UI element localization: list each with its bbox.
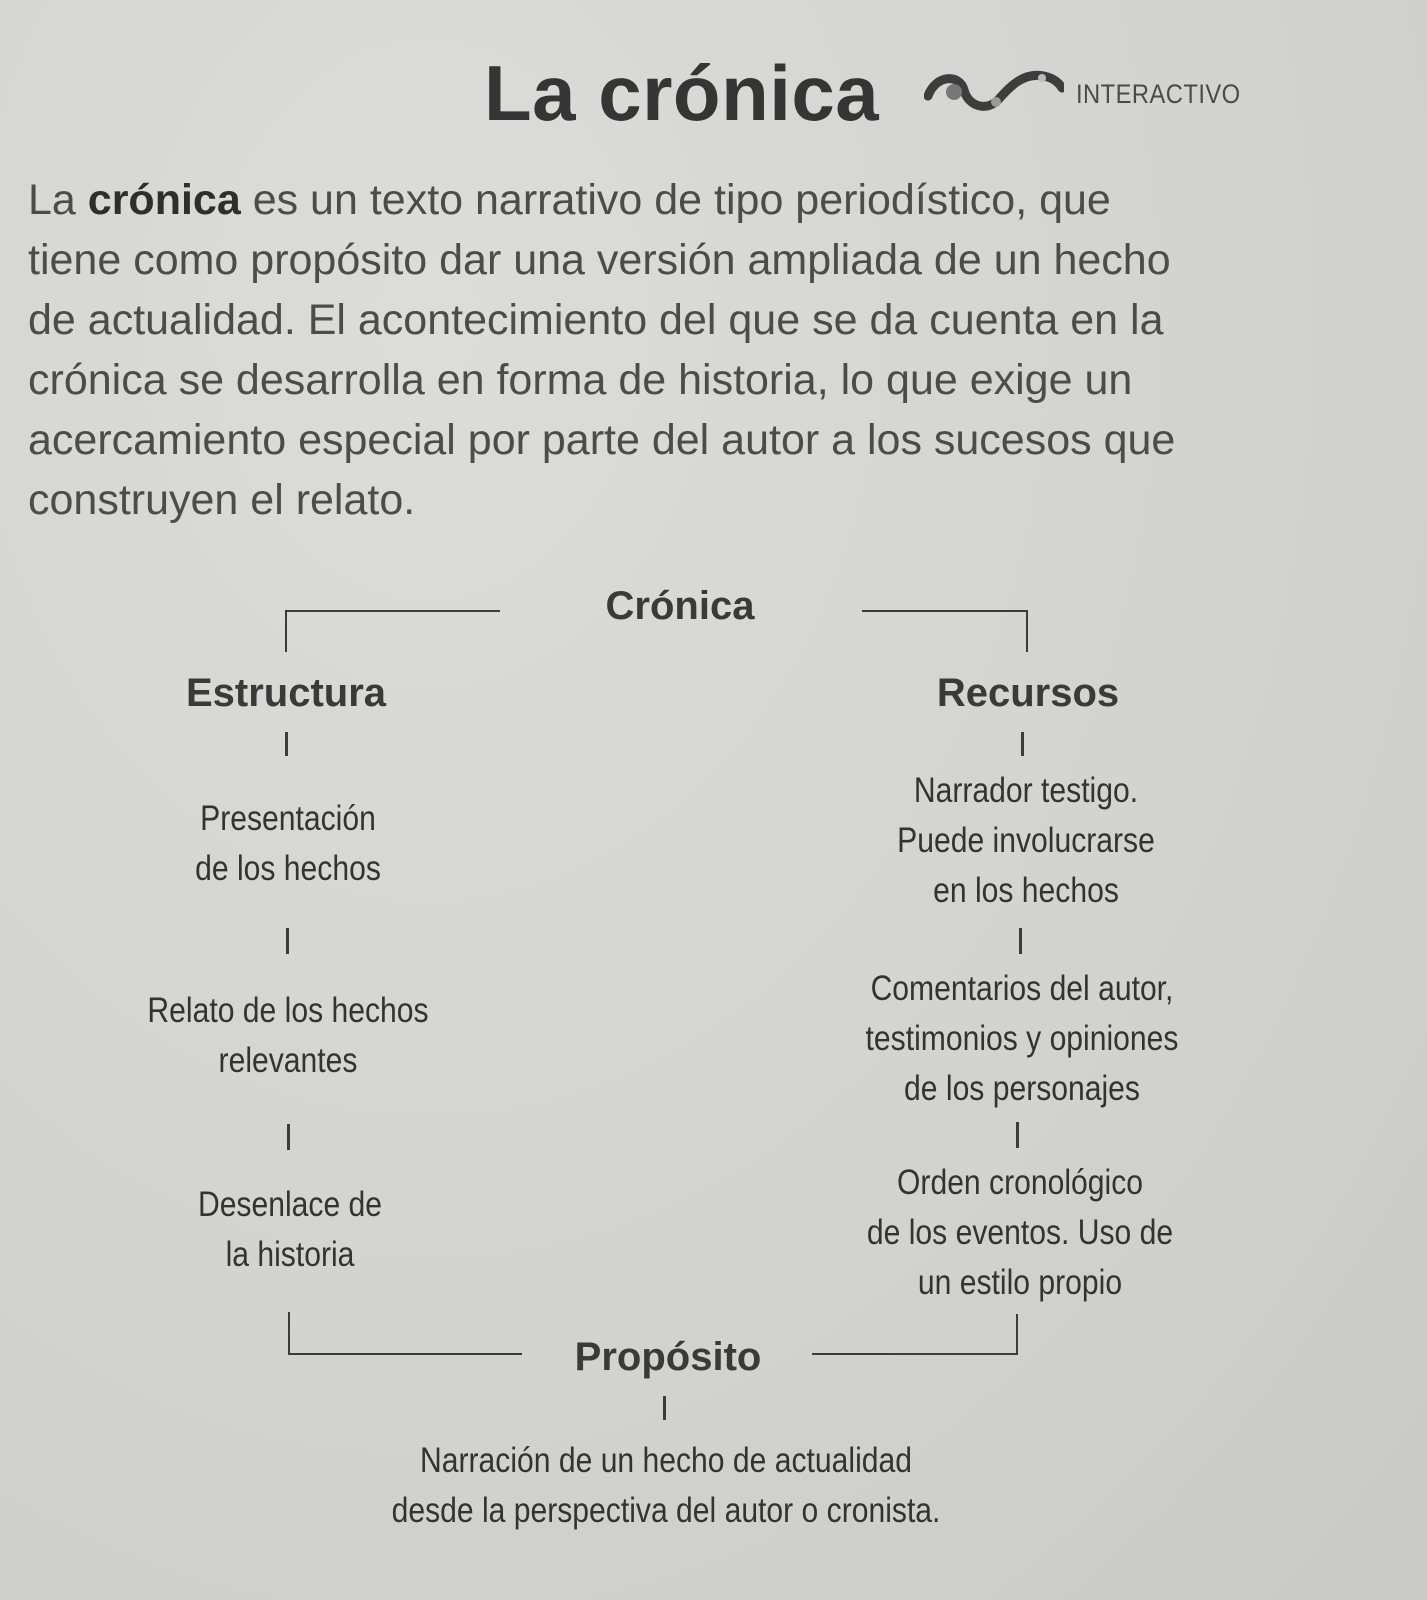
structure-heading: Estructura <box>185 671 387 715</box>
structure-item-line: Desenlace de <box>197 1185 383 1224</box>
connector-line <box>1026 610 1028 652</box>
connector-line <box>288 1353 522 1355</box>
resources-item-line: Puede involucrarse <box>897 821 1155 860</box>
interactive-badge[interactable]: INTERACTIVO <box>924 66 1263 122</box>
structure-item-line: Relato de los hechos <box>147 991 429 1030</box>
structure-item-line: la historia <box>225 1235 355 1274</box>
resources-item-line: testimonios y opiniones <box>865 1019 1179 1058</box>
connector-line <box>1016 1122 1019 1148</box>
connector-line <box>285 732 288 756</box>
intro-line-4: crónica se desarrolla en forma de histor… <box>28 356 1133 404</box>
purpose-line: Narración de un hecho de actualidad <box>419 1441 912 1480</box>
structure-item-relato: Relato de los hechos relevantes <box>125 986 452 1086</box>
purpose-line: desde la perspectiva del autor o cronist… <box>391 1491 941 1530</box>
page-title: La crónica <box>484 49 880 137</box>
interactive-label: INTERACTIVO <box>1076 78 1241 109</box>
connector-line <box>862 610 1028 612</box>
resources-item-narrador: Narrador testigo. Puede involucrarse en … <box>876 766 1176 916</box>
structure-item-desenlace: Desenlace de la historia <box>183 1180 397 1280</box>
diagram-root-heading: Crónica <box>605 584 755 628</box>
purpose-heading: Propósito <box>574 1335 762 1379</box>
connector-line <box>285 610 287 652</box>
connector-line <box>1019 928 1022 954</box>
connector-line <box>287 1124 290 1150</box>
intro-line-2: tiene como propósito dar una versión amp… <box>28 236 1171 284</box>
connector-line <box>812 1353 1018 1355</box>
structure-item-line: relevantes <box>218 1041 358 1080</box>
connector-line <box>285 610 500 612</box>
intro-line-5: acercamiento especial por parte del auto… <box>28 416 1176 464</box>
connector-line <box>286 928 289 954</box>
intro-line-3: de actualidad. El acontecimiento del que… <box>28 296 1164 344</box>
resources-item-line: Comentarios del autor, <box>870 969 1174 1008</box>
resources-item-line: un estilo propio <box>917 1263 1123 1302</box>
intro-text: es un texto narrativo de tipo periodísti… <box>240 176 1111 224</box>
intro-line-1: La crónica es un texto narrativo de tipo… <box>28 170 1328 230</box>
resources-item-line: Narrador testigo. <box>913 771 1139 810</box>
intro-paragraph: La crónica es un texto narrativo de tipo… <box>28 170 1328 530</box>
connector-line <box>1016 1314 1018 1354</box>
structure-item-line: de los hechos <box>195 849 381 888</box>
resources-item-comentarios: Comentarios del autor, testimonios y opi… <box>840 964 1204 1114</box>
structure-item-presentation: Presentación de los hechos <box>180 794 396 894</box>
purpose-text: Narración de un hecho de actualidad desd… <box>347 1436 985 1536</box>
resources-heading: Recursos <box>936 671 1120 715</box>
interactive-wave-icon <box>924 66 1064 122</box>
resources-item-line: en los hechos <box>933 871 1119 910</box>
resources-item-orden: Orden cronológico de los eventos. Uso de… <box>842 1158 1198 1308</box>
intro-line-6: construyen el relato. <box>28 476 416 524</box>
resources-item-line: Orden cronológico <box>897 1163 1143 1202</box>
connector-line <box>663 1396 666 1420</box>
resources-item-line: de los eventos. Uso de <box>866 1213 1174 1252</box>
intro-text: La <box>28 176 88 224</box>
resources-item-line: de los personajes <box>904 1069 1140 1108</box>
connector-line <box>1021 732 1024 756</box>
connector-line <box>288 1312 290 1354</box>
structure-item-line: Presentación <box>200 799 376 838</box>
intro-bold-term: crónica <box>87 176 241 224</box>
